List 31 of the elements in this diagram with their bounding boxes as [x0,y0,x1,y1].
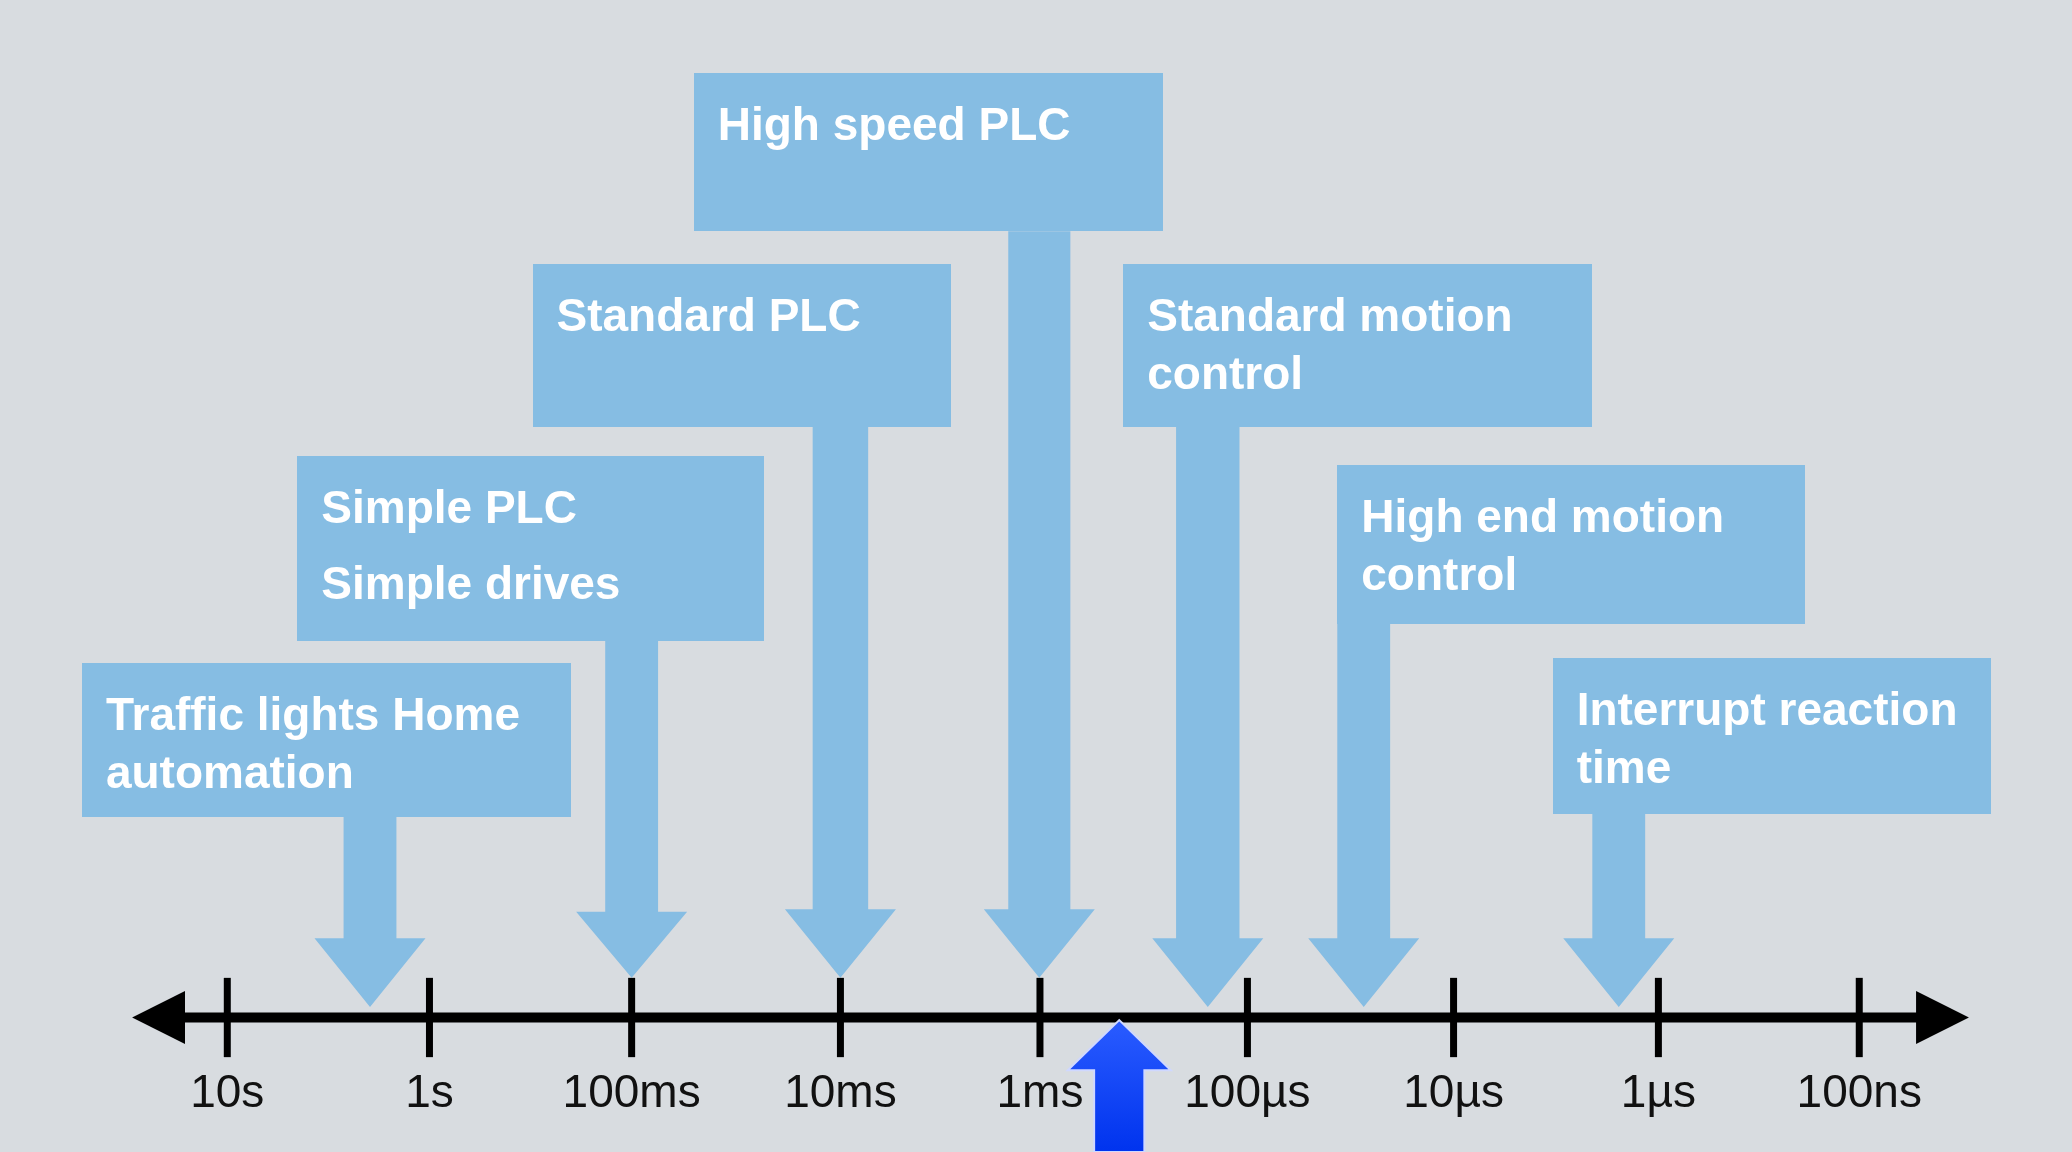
category-box [297,455,764,641]
category-box [693,72,1163,232]
box-text: Interrupt reaction time [1576,682,1959,796]
box-text: High speed PLC [717,96,1072,152]
tick-label: 10s [190,1063,265,1118]
block-arrow [784,426,896,978]
block-arrow [1152,426,1264,1007]
tick-label: 1s [405,1063,454,1118]
category-box [532,264,952,427]
box-text: Simple PLC [321,479,578,535]
tick-label: 100µs [1184,1063,1311,1118]
block-arrow [314,816,426,1007]
tick-label: 10ms [784,1063,897,1118]
category-box [81,663,571,817]
tick-label: 1ms [996,1063,1084,1118]
category-box [1337,465,1806,624]
box-text: High end motion control [1361,489,1726,603]
block-arrow [983,231,1095,978]
block-arrow [1563,814,1675,1007]
box-text: Standard motion control [1147,288,1514,402]
tick-label: 1µs [1620,1063,1696,1118]
block-arrow [576,640,688,978]
tick-label: 10µs [1403,1063,1504,1118]
category-box [1123,264,1593,427]
box-text: Standard PLC [556,288,862,344]
box-text: Traffic lights Home automation [105,687,521,801]
tick-label: 100ns [1796,1063,1922,1118]
box-text: Simple drives [321,556,622,612]
block-arrow [1308,623,1420,1007]
tick-label: 100ms [562,1063,701,1118]
category-box [1552,658,1992,814]
